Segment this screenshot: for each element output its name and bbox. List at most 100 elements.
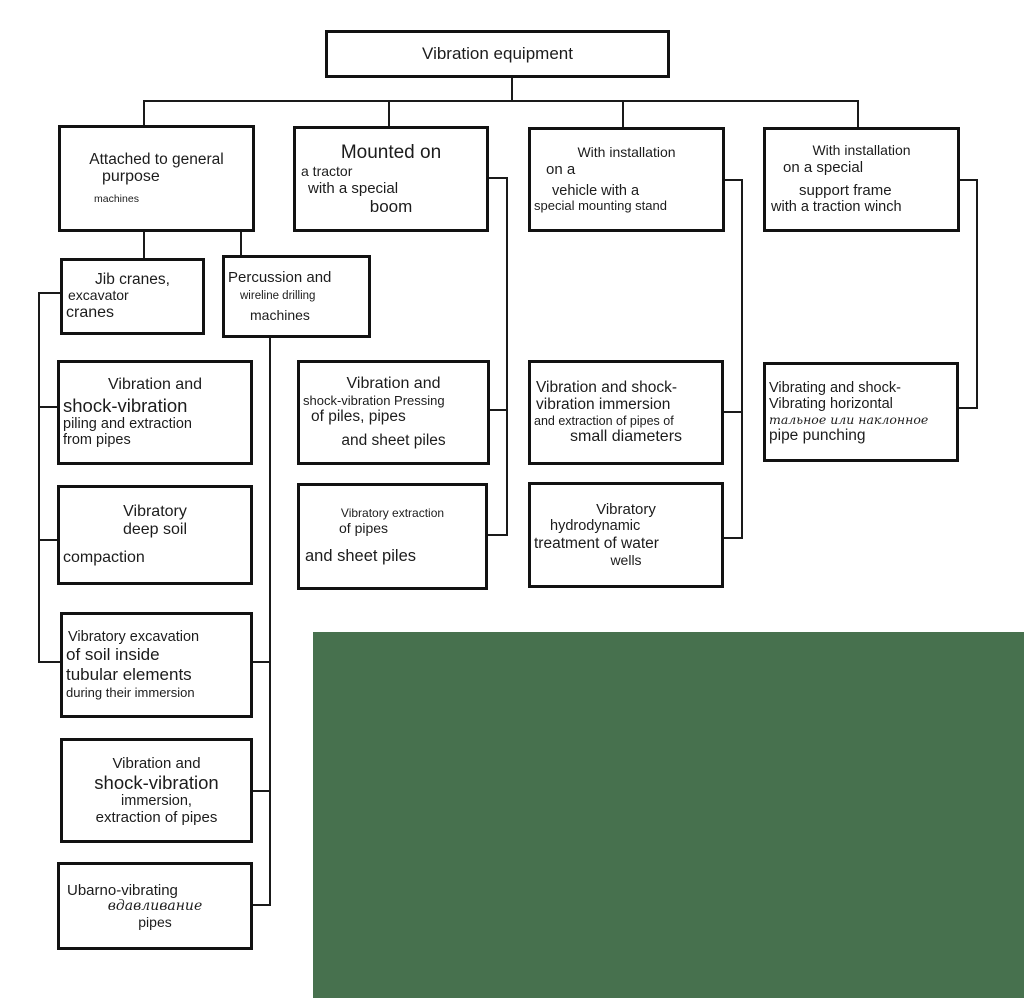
node-label: during their immersion: [66, 685, 195, 701]
connector-line: [269, 338, 271, 906]
node-label: piling and extraction: [63, 415, 192, 432]
node-label: тальное или наклонное: [769, 411, 929, 427]
node-label: extraction of pipes: [95, 809, 218, 827]
node-label: Vibratory extraction: [340, 506, 445, 521]
node-label: Attached to general: [89, 150, 224, 168]
node-label: Vibration and: [346, 375, 441, 393]
node-pressing-piles-pipes: Vibration and shock-vibration Pressing o…: [297, 360, 490, 465]
node-label: Vibratory excavation: [68, 628, 200, 645]
node-hydrodynamic-water-wells: Vibratory hydrodynamic treatment of wate…: [528, 482, 724, 588]
node-vehicle-mounting-stand: With installation on a vehicle with a sp…: [528, 127, 725, 232]
node-label: of piles, pipes: [311, 408, 406, 426]
node-attached-general-purpose: Attached to general purpose machines: [58, 125, 255, 232]
node-label: deep soil: [122, 521, 188, 539]
connector-line: [143, 100, 859, 102]
connector-line: [38, 539, 57, 541]
node-label: a tractor: [301, 162, 353, 179]
node-label: Percussion and: [228, 269, 332, 287]
node-label: Jib cranes,: [95, 270, 170, 288]
node-label: Vibrating and shock-: [769, 379, 901, 396]
connector-line: [506, 177, 508, 536]
node-pipe-punching: Vibrating and shock- Vibrating horizonta…: [763, 362, 959, 462]
connector-line: [38, 406, 57, 408]
node-label: and sheet piles: [341, 432, 446, 450]
node-label: immersion,: [121, 792, 192, 809]
connector-line: [240, 232, 242, 255]
node-support-frame-winch: With installation on a special support f…: [763, 127, 960, 232]
node-label: small diameters: [569, 428, 683, 446]
node-label: on a: [546, 160, 576, 178]
connector-line: [958, 407, 978, 409]
node-label: machines: [94, 193, 139, 206]
node-label: hydrodynamic: [550, 518, 641, 535]
connector-line: [38, 661, 60, 663]
node-label: Vibration and shock-: [536, 378, 678, 396]
node-label: of pipes: [339, 519, 389, 536]
node-label: Vibration and: [112, 754, 201, 772]
connector-line: [976, 179, 978, 409]
node-label: and extraction of pipes of: [534, 413, 674, 428]
node-label: wells: [610, 551, 642, 568]
connector-line: [253, 904, 271, 906]
node-label: support frame: [799, 182, 892, 200]
node-ubarno-vibrating: Ubarno-vibrating вдавливание pipes: [57, 862, 253, 950]
connector-line: [388, 100, 390, 128]
connector-line: [741, 179, 743, 539]
node-label: excavator: [68, 287, 129, 304]
green-block: [313, 632, 1024, 998]
connector-line: [511, 78, 513, 102]
connector-line: [725, 179, 743, 181]
node-label: pipes: [138, 913, 172, 930]
node-label: Vibration and: [108, 376, 202, 394]
connector-line: [723, 537, 743, 539]
node-label: special mounting stand: [534, 198, 667, 214]
node-immersion-extraction-pipes: Vibration and shock-vibration immersion,…: [60, 738, 253, 843]
connector-line: [253, 661, 271, 663]
node-label: wireline drilling: [240, 289, 316, 302]
node-label: With installation: [812, 142, 911, 159]
node-label: from pipes: [63, 432, 131, 449]
node-mounted-on-tractor: Mounted on a tractor with a special boom: [293, 126, 489, 232]
connector-line: [490, 409, 508, 411]
connector-line: [857, 100, 859, 129]
connector-line: [38, 292, 40, 663]
connector-line: [487, 534, 508, 536]
node-piling-extraction: Vibration and shock-vibration piling and…: [57, 360, 253, 465]
node-label: Vibrating horizontal: [769, 396, 893, 413]
node-label: cranes: [66, 304, 115, 322]
node-label: purpose: [102, 168, 160, 186]
node-label: With installation: [577, 143, 676, 160]
node-label: with a special: [308, 179, 399, 197]
node-label: shock-vibration: [94, 771, 219, 793]
connector-line: [489, 177, 508, 179]
node-label: pipe punching: [769, 426, 866, 444]
node-label: vehicle with a: [552, 182, 640, 199]
node-label: shock-vibration: [63, 394, 188, 416]
connector-line: [143, 232, 145, 258]
node-deep-soil-compaction: Vibratory deep soil compaction: [57, 485, 253, 585]
connector-line: [622, 100, 624, 129]
connector-line: [143, 100, 145, 125]
node-label: treatment of water: [534, 535, 659, 552]
node-label: and sheet piles: [305, 546, 416, 565]
node-label: Vibratory: [596, 501, 656, 519]
node-label: Vibration equipment: [422, 44, 573, 64]
node-label: вдавливание: [107, 897, 203, 914]
connector-line: [253, 790, 271, 792]
node-label: with a traction winch: [771, 199, 902, 216]
node-label: of soil inside: [66, 645, 160, 665]
connector-line: [38, 292, 60, 294]
node-label: tubular elements: [66, 664, 192, 684]
node-label: boom: [369, 196, 413, 216]
node-vibration-equipment: Vibration equipment: [325, 30, 670, 78]
node-percussion-drilling: Percussion and wireline drilling machine…: [222, 255, 371, 338]
node-label: vibration immersion: [536, 396, 671, 414]
node-pipes-small-diameters: Vibration and shock- vibration immersion…: [528, 360, 724, 465]
node-vibratory-excavation: Vibratory excavation of soil inside tubu…: [60, 612, 253, 718]
node-jib-cranes: Jib cranes, excavator cranes: [60, 258, 205, 335]
node-label: shock-vibration Pressing: [303, 392, 445, 408]
node-label: machines: [250, 306, 310, 323]
connector-line: [723, 411, 743, 413]
node-label: on a special: [783, 159, 864, 177]
